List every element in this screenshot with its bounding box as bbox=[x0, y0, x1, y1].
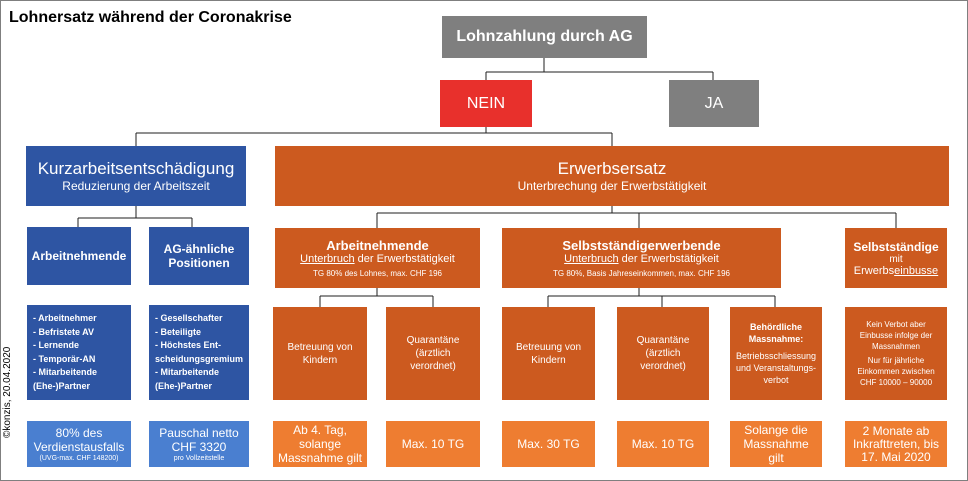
result-text: Pauschal netto CHF 3320 bbox=[159, 425, 239, 454]
result-loss: 2 Monate ab Inkrafttreten, bis 17. Mai 2… bbox=[845, 421, 947, 467]
case-childcare-self: Betreuung von Kindern bbox=[502, 307, 595, 400]
case-title: Behördliche Massnahme: bbox=[748, 322, 804, 344]
underlined-word: einbusse bbox=[894, 264, 939, 277]
list-item: - Arbeitnehmer bbox=[33, 313, 97, 323]
underlined-word: Unterbruch bbox=[564, 253, 619, 265]
ka-employees-result: 80% des Verdienstausfalls (UVG-max. CHF … bbox=[27, 421, 131, 467]
erwerbsersatz-title: Erwerbsersatz bbox=[557, 159, 667, 178]
result-childcare-employees: Ab 4. Tag, solange Massnahme gilt bbox=[273, 421, 367, 467]
line-rest: der Erwerbstätigkeit bbox=[354, 253, 455, 265]
case-detail: Nur für jährliche Einkommen zwischen CHF… bbox=[857, 356, 935, 387]
ee-self-employed-box: Selbstständigerwerbende Unterbruch der E… bbox=[502, 228, 781, 288]
kurzarbeit-title: Kurzarbeitsentschädigung bbox=[37, 159, 235, 178]
case-label: Betriebsschliessung und Veranstaltungs-v… bbox=[735, 351, 817, 385]
ka-ag-like-list: - Gesellschafter - Beteiligte - Höchstes… bbox=[149, 305, 249, 400]
answer-no-box: NEIN bbox=[440, 80, 532, 127]
ee-employees-box: Arbeitnehmende Unterbruch der Erwerbstät… bbox=[275, 228, 480, 288]
case-childcare-employees: Betreuung von Kindern bbox=[273, 307, 367, 400]
kurzarbeit-subtitle: Reduzierung der Arbeitszeit bbox=[62, 179, 210, 193]
case-loss: Kein Verbot aber Einbusse infolge der Ma… bbox=[845, 307, 947, 400]
list-item: - Höchstes Ent- bbox=[155, 340, 222, 350]
list-item: - Temporär-AN bbox=[33, 353, 96, 364]
result-quarantine-employees: Max. 10 TG bbox=[386, 421, 480, 467]
ee-loss-box: Selbstständige mit Erwerbseinbusse bbox=[845, 228, 947, 288]
list-item: - Beteiligte bbox=[155, 326, 202, 337]
result-note: (UVG-max. CHF 148200) bbox=[39, 454, 119, 462]
answer-yes-box: JA bbox=[669, 80, 759, 127]
page-title: Lohnersatz während der Coronakrise bbox=[9, 9, 292, 26]
result-childcare-self: Max. 30 TG bbox=[502, 421, 595, 467]
ee-employees-title: Arbeitnehmende bbox=[326, 238, 429, 253]
list-item: scheidungsgremium bbox=[155, 353, 244, 364]
ka-employees-list: - Arbeitnehmer - Befristete AV - Lernend… bbox=[27, 305, 131, 400]
erwerbsersatz-box: Erwerbsersatz Unterbrechung der Erwerbst… bbox=[275, 146, 949, 206]
case-detail: Kein Verbot aber Einbusse infolge der Ma… bbox=[859, 320, 933, 351]
ka-ag-like-result: Pauschal netto CHF 3320 pro Vollzeitstel… bbox=[149, 421, 249, 467]
result-text: 80% des Verdienstausfalls bbox=[33, 425, 125, 454]
list-item: - Gesellschafter bbox=[155, 313, 223, 323]
kurzarbeit-box: Kurzarbeitsentschädigung Reduzierung der… bbox=[26, 146, 246, 206]
list-item: - Lernende bbox=[33, 340, 80, 350]
result-note: pro Vollzeitstelle bbox=[173, 454, 225, 462]
ee-employees-line: Unterbruch der Erwerbstätigkeit bbox=[300, 253, 455, 265]
case-quarantine-employees: Quarantäne (ärztlich verordnet) bbox=[386, 307, 480, 400]
result-quarantine-self: Max. 10 TG bbox=[617, 421, 709, 467]
list-item: - Mitarbeitende bbox=[155, 367, 220, 377]
case-authority-self: Behördliche Massnahme: Betriebsschliessu… bbox=[730, 307, 822, 400]
ee-loss-title: Selbstständige bbox=[853, 239, 939, 254]
ee-self-employed-title: Selbstständigerwerbende bbox=[562, 238, 721, 253]
ee-self-employed-note: TG 80%, Basis Jahreseinkommen, max. CHF … bbox=[553, 269, 730, 278]
root-box: Lohnzahlung durch AG bbox=[442, 16, 647, 58]
list-item: (Ehe-)Partner bbox=[33, 380, 91, 391]
ka-ag-like-box: AG-ähnliche Positionen bbox=[149, 227, 249, 285]
ee-self-employed-line: Unterbruch der Erwerbstätigkeit bbox=[564, 253, 719, 265]
list-item: - Mitarbeitende bbox=[33, 367, 98, 377]
line-rest: der Erwerbstätigkeit bbox=[618, 253, 719, 265]
erwerbsersatz-subtitle: Unterbrechung der Erwerbstätigkeit bbox=[517, 179, 707, 193]
ka-employees-box: Arbeitnehmende bbox=[27, 227, 131, 285]
ee-employees-note: TG 80% des Lohnes, max. CHF 196 bbox=[313, 269, 442, 278]
result-authority-self: Solange die Massnahme gilt bbox=[730, 421, 822, 467]
ee-loss-line2: mit bbox=[889, 253, 903, 265]
line-prefix: Erwerbs bbox=[853, 264, 895, 277]
list-item: - Befristete AV bbox=[33, 326, 95, 337]
underlined-word: Unterbruch bbox=[300, 253, 355, 265]
case-quarantine-self: Quarantäne (ärztlich verordnet) bbox=[617, 307, 709, 400]
copyright-credit: ©konzis, 20.04.2020 bbox=[2, 346, 13, 438]
list-item: (Ehe-)Partner bbox=[155, 380, 213, 391]
ee-loss-line3: Erwerbseinbusse bbox=[854, 265, 938, 277]
